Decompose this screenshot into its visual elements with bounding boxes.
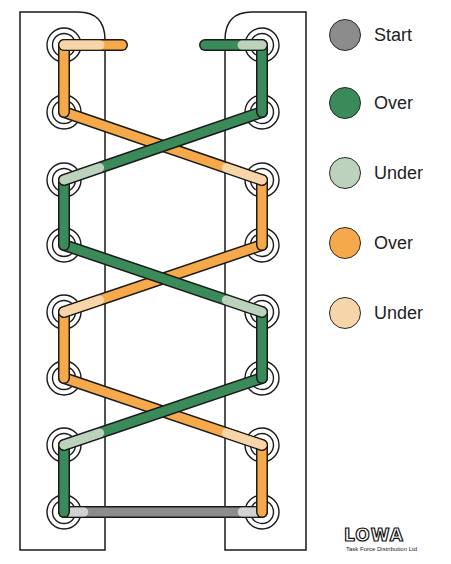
lace-outline [64, 245, 262, 312]
lace-over [258, 45, 267, 112]
legend-swatch [329, 87, 361, 119]
lace-under [64, 300, 100, 312]
lace-outline [256, 445, 268, 512]
lace-outline [64, 39, 122, 51]
lace-outline [205, 39, 262, 51]
lace-outline [58, 180, 70, 245]
lace-outline [256, 45, 268, 112]
legend-swatch [329, 19, 361, 51]
legend-label: Over [374, 93, 413, 114]
lace-outline [64, 506, 262, 518]
legend-label: Under [374, 163, 423, 184]
lace-over [205, 41, 262, 50]
lace-outline [64, 112, 262, 180]
left-eyelet-panel [20, 12, 105, 550]
lace-over [64, 245, 262, 312]
lace-over [60, 445, 69, 512]
lace-over [60, 312, 69, 378]
legend-swatch [329, 297, 361, 329]
lace-outline [64, 378, 262, 445]
lace-outline [58, 45, 70, 112]
lace-outline [256, 180, 268, 245]
brand-logo: LOWA [344, 527, 404, 544]
legend-label: Under [374, 303, 423, 324]
lace-over [64, 112, 262, 180]
lace-under [64, 433, 100, 445]
legend-label: Over [374, 233, 413, 254]
lace-over [258, 180, 267, 245]
legend-entry: Over [329, 87, 413, 119]
lace-over [64, 245, 262, 312]
lace-outline [64, 378, 262, 445]
lace-outline [58, 312, 70, 378]
lace-under [226, 300, 262, 312]
lace-over [64, 41, 122, 50]
lace-over [60, 180, 69, 245]
lace-outline [64, 112, 262, 180]
lace-outline [58, 445, 70, 512]
lace-over [64, 378, 262, 445]
lace-over [60, 45, 69, 112]
lace-outline [64, 245, 262, 312]
legend-label: Start [374, 25, 412, 46]
lace-under [226, 168, 262, 180]
brand-subtitle: Task Force Distribution Ltd [346, 546, 417, 552]
legend-entry: Under [329, 297, 423, 329]
lace-over [258, 445, 267, 512]
eyelets [47, 28, 279, 529]
lace-over [64, 508, 262, 517]
lace-over [258, 312, 267, 378]
lace-under [64, 41, 100, 50]
legend-entry: Over [329, 227, 413, 259]
lace-under [242, 41, 262, 50]
legend-swatch [329, 227, 361, 259]
lace-outline [256, 312, 268, 378]
legend-entry: Start [329, 19, 412, 51]
lace-over [64, 112, 262, 180]
lace-over [64, 378, 262, 445]
lace-under [226, 433, 262, 445]
lace [64, 45, 262, 512]
legend-swatch [329, 157, 361, 189]
right-eyelet-panel [225, 12, 306, 550]
lace-under [64, 168, 100, 180]
legend-entry: Under [329, 157, 423, 189]
